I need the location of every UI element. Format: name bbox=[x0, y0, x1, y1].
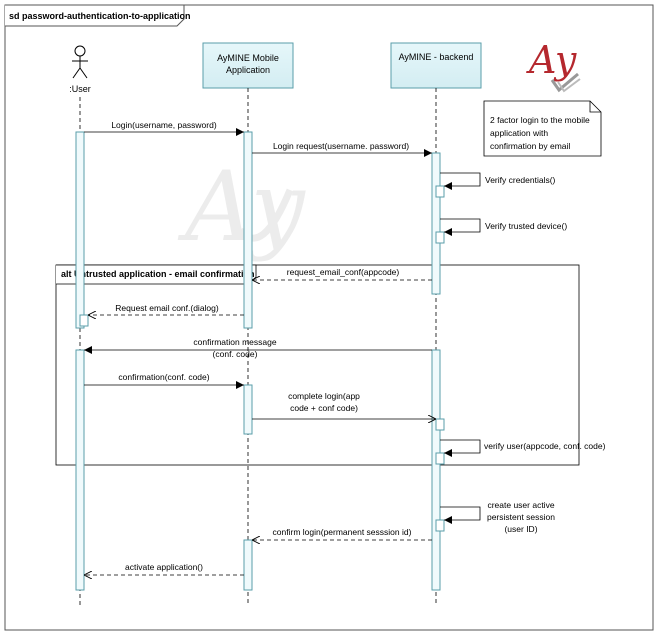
self-activation-session bbox=[435, 519, 445, 532]
message-create-session-label-2: persistent session bbox=[487, 512, 555, 522]
watermark-logo: Ay bbox=[177, 151, 306, 263]
watermark-logo-text: Ay bbox=[177, 151, 306, 263]
self-activation-verify-user bbox=[435, 452, 445, 465]
brand-logo: Ay bbox=[526, 38, 581, 93]
message-labels: Login(username, password) Login request(… bbox=[111, 120, 605, 572]
lifeline-header-backend bbox=[390, 42, 482, 89]
message-verify-device-label: Verify trusted device() bbox=[485, 221, 567, 231]
lifeline-mobile-label-1: AyMINE Mobile bbox=[217, 53, 279, 63]
note-line-1: 2 factor login to the mobile bbox=[490, 115, 590, 125]
frame-title: sd password-authentication-to-applicatio… bbox=[9, 11, 191, 21]
lifeline-mobile-label-2: Application bbox=[226, 65, 270, 75]
message-verify-user-arrow bbox=[440, 439, 481, 457]
alt-fragment bbox=[55, 264, 580, 466]
message-confirmation-label: confirmation(conf. code) bbox=[118, 372, 209, 382]
message-confirmation-message-label-1: confirmation message bbox=[193, 337, 276, 347]
message-verify-user-label: verify user(appcode, conf. code) bbox=[484, 441, 606, 451]
actor-user bbox=[72, 45, 88, 79]
message-verify-device-arrow bbox=[440, 218, 481, 236]
activation-mobile-2 bbox=[243, 384, 253, 435]
message-request-email-conf-label: request_email_conf(appcode) bbox=[287, 267, 400, 277]
activation-bars bbox=[75, 131, 441, 591]
note-line-3: confirmation by email bbox=[490, 141, 570, 151]
self-activation-verify-credentials bbox=[435, 185, 445, 198]
message-create-session-label-1: create user active bbox=[487, 500, 554, 510]
message-verify-credentials-label: Verify credentials() bbox=[485, 175, 556, 185]
message-request-email-dialog-label: Request email conf.(dialog) bbox=[115, 303, 219, 313]
message-verify-credentials-arrow bbox=[440, 172, 481, 190]
self-activation-backend-complete bbox=[435, 418, 445, 431]
message-activate-application-label: activate application() bbox=[125, 562, 203, 572]
activation-mobile-3 bbox=[243, 539, 253, 591]
activation-user-2 bbox=[75, 349, 85, 591]
activation-mobile-1 bbox=[243, 131, 253, 329]
activation-backend-2 bbox=[431, 349, 441, 591]
message-complete-login-label-2: code + conf code) bbox=[290, 403, 358, 413]
self-activations bbox=[79, 185, 445, 532]
lifeline-backend-label: AyMINE - backend bbox=[399, 52, 474, 62]
actor-user-label: :User bbox=[69, 84, 91, 94]
frame-title-tab bbox=[5, 4, 185, 27]
alt-fragment-title: alt Untrusted application - email confir… bbox=[61, 269, 255, 279]
message-create-session-arrow bbox=[440, 506, 481, 524]
note-line-2: application with bbox=[490, 128, 548, 138]
message-confirm-login-label: confirm login(permanent sesssion id) bbox=[273, 527, 412, 537]
note: 2 factor login to the mobile application… bbox=[483, 100, 602, 157]
message-confirmation-message-label-2: (conf. code) bbox=[213, 349, 258, 359]
messages bbox=[84, 128, 481, 575]
message-login-label: Login(username, password) bbox=[111, 120, 217, 130]
activation-user-1 bbox=[75, 131, 85, 329]
brand-logo-text: Ay bbox=[526, 38, 577, 82]
self-activation-user-dialog bbox=[79, 314, 89, 327]
activation-backend-1 bbox=[431, 152, 441, 295]
message-login-request-label: Login request(username. password) bbox=[273, 141, 409, 151]
message-complete-login-label-1: complete login(app bbox=[288, 391, 360, 401]
self-activation-verify-device bbox=[435, 231, 445, 244]
message-create-session-label-3: (user ID) bbox=[504, 524, 537, 534]
